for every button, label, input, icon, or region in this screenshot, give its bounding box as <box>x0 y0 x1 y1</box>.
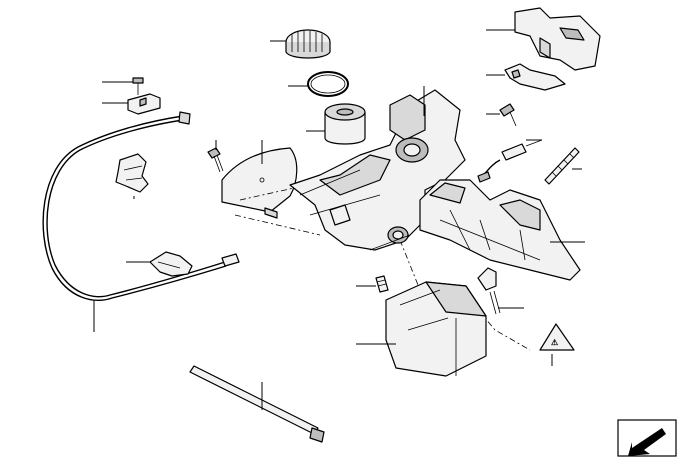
part-19-screw <box>499 103 517 127</box>
part-2-box <box>385 281 487 377</box>
part-14-bracket <box>127 93 161 115</box>
part-9-pin <box>477 267 501 315</box>
part-12-clip <box>149 251 193 277</box>
part-13-cable-clip <box>115 153 149 193</box>
part-15-screw <box>132 77 144 95</box>
part-5-screw <box>207 147 224 173</box>
part-4-cover <box>221 147 298 219</box>
direction-arrow-icon <box>617 419 677 457</box>
warning-triangle-icon: ⚠ <box>551 338 558 347</box>
part-3-set-screw <box>375 275 389 293</box>
part-22-warning-label: ⚠ <box>539 323 575 351</box>
part-6-cylinder <box>324 103 366 145</box>
part-10-rod <box>544 147 580 185</box>
part-11-cable <box>42 111 240 301</box>
part-21-oring <box>307 71 349 97</box>
part-17-bracket <box>514 7 601 71</box>
assembly-lines <box>234 179 531 351</box>
part-18-bracket <box>504 63 566 91</box>
part-7-ring <box>285 29 331 59</box>
part-8-switch <box>419 179 581 281</box>
part-20-cable-tie <box>189 365 325 443</box>
part-16-sensor-wire <box>477 139 543 183</box>
